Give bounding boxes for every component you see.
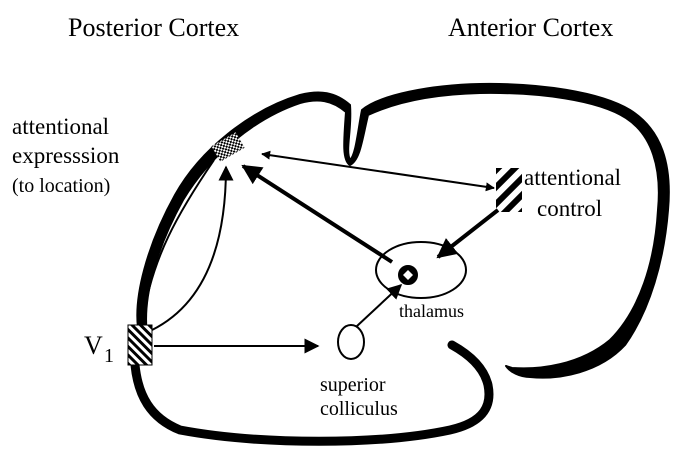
cortex-outline (137, 84, 668, 378)
thalamus-to-expression-arrow (243, 166, 392, 262)
v1-patch (128, 325, 152, 365)
control-label-line1: attentional (524, 165, 621, 190)
v1-label: V (84, 331, 103, 360)
expression-label-line3: (to location) (12, 175, 110, 197)
thalamus-ellipse (376, 242, 466, 298)
control-label-line2: control (537, 196, 602, 221)
control-to-thalamus-arrow (438, 210, 498, 257)
expression-label-line1: attentional (12, 114, 109, 139)
thalamus-label: thalamus (399, 301, 464, 321)
colliculus-to-thalamus-arrow (357, 285, 401, 326)
cortex-outline-lower (135, 345, 489, 441)
posterior-cortex-header: Posterior Cortex (68, 13, 239, 42)
anterior-cortex-header: Anterior Cortex (448, 13, 613, 42)
expression-label-line2: expresssion (12, 143, 120, 168)
v1-subscript: 1 (104, 345, 114, 367)
colliculus-label-line2: colliculus (320, 398, 398, 420)
colliculus-ellipse (338, 325, 364, 359)
control-patch (496, 168, 522, 212)
colliculus-label-line1: superior (320, 374, 386, 396)
expression-control-arrow (262, 154, 494, 188)
